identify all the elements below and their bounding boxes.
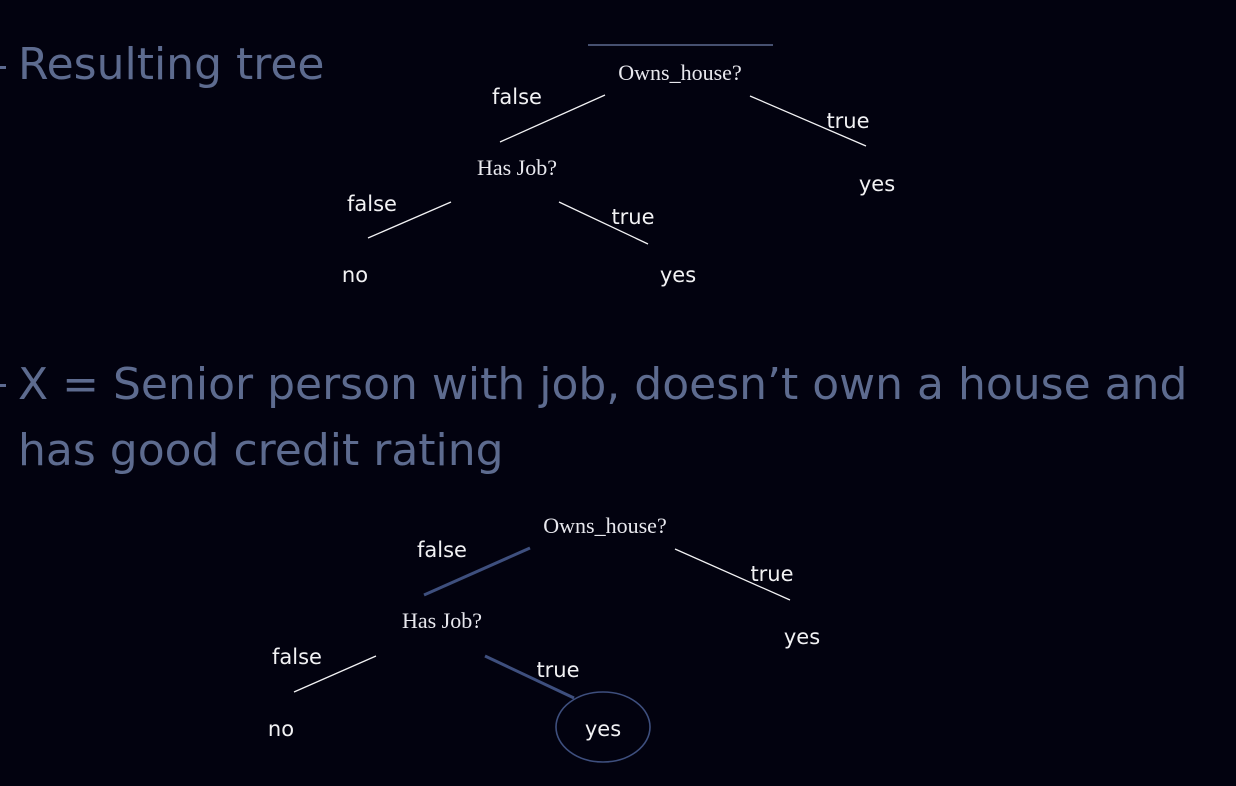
edge-label-true: true: [536, 658, 579, 682]
node-has-job: Has Job?: [477, 155, 557, 180]
leaf-no: no: [342, 263, 368, 287]
edge-child-true: [558, 201, 649, 245]
leaf-yes: yes: [660, 263, 696, 287]
heading-query-line-2: has good credit rating: [18, 425, 504, 476]
leaf-yes: yes: [784, 625, 820, 649]
edge-label-true: true: [611, 205, 654, 229]
decision-tree-1: Owns_house? Has Job? false true false tr…: [342, 44, 895, 287]
edge-root-true: [749, 95, 867, 147]
root-node-owns-house: Owns_house?: [543, 513, 666, 538]
edge-root-true: [674, 548, 791, 601]
edge-label-false: false: [347, 192, 397, 216]
node-has-job: Has Job?: [402, 608, 482, 633]
leaf-yes: yes: [859, 172, 895, 196]
root-node-owns-house: Owns_house?: [618, 60, 741, 85]
heading-resulting-tree: Resulting tree: [18, 39, 325, 90]
edge-label-true: true: [826, 109, 869, 133]
decision-tree-2: Owns_house? Has Job? false true false tr…: [268, 513, 820, 763]
edge-root-false: [499, 94, 606, 143]
edge-label-true: true: [750, 562, 793, 586]
heading-query-line-1: X = Senior person with job, doesn’t own …: [18, 359, 1188, 410]
bullet-marker: [0, 384, 6, 387]
edge-child-false: [367, 201, 452, 239]
edge-child-true-highlighted: [484, 654, 575, 700]
leaf-no: no: [268, 717, 294, 741]
result-highlight-circle: [555, 691, 651, 763]
edge-label-false: false: [272, 645, 322, 669]
edge-label-false: false: [492, 85, 542, 109]
edge-label-false: false: [417, 538, 467, 562]
edge-child-false: [293, 655, 377, 693]
bullet-marker: [0, 66, 6, 69]
leaf-yes-result: yes: [585, 717, 621, 741]
edge-root-false-highlighted: [423, 546, 531, 597]
